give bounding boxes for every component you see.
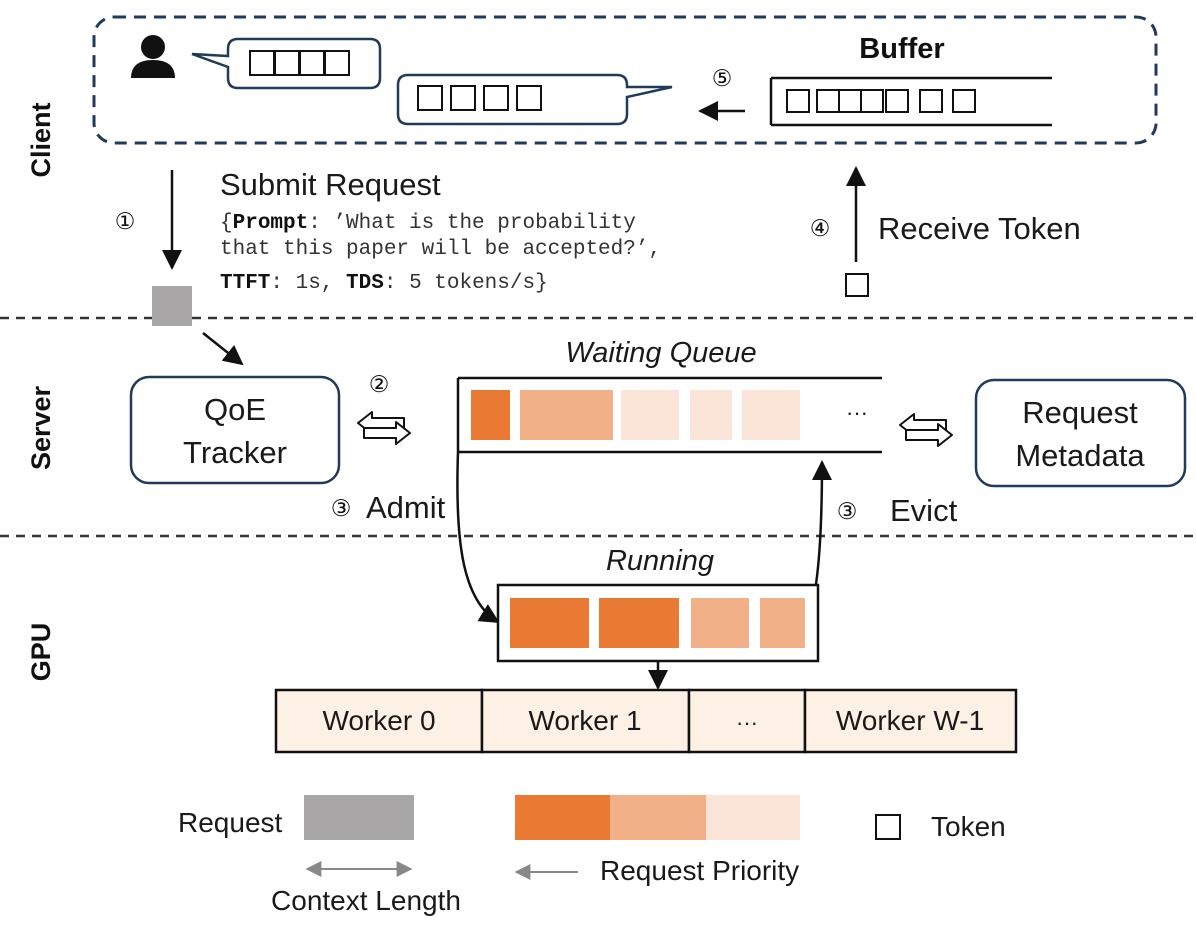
legend-token-label: Token [931,811,1006,842]
worker-cell [803,688,1018,754]
request-block [152,286,192,326]
admit-label: Admit [366,490,446,525]
waiting-queue [456,376,882,454]
request-metadata-box [974,378,1187,488]
step-5-marker: ⑤ [712,65,733,91]
worker-pool [274,688,1018,754]
user-icon [131,35,175,78]
step-3-admit-marker: ③ [331,495,352,521]
running-request [760,598,805,648]
lane-label-server: Server [26,385,56,470]
worker-label: Worker W-1 [836,705,984,736]
queued-request [520,390,613,440]
legend-priority-swatch [515,795,800,840]
buffer [769,76,1052,127]
response-speech-bubble [396,73,673,126]
queued-request [471,390,510,440]
running-request [510,598,589,648]
waiting-queue-title: Waiting Queue [565,337,756,369]
step-3-evict-marker: ③ [837,498,858,524]
worker-cell [687,688,807,754]
qoe-tracker-label-line2: Tracker [183,435,287,470]
admit-arrow [456,451,500,624]
queued-request [690,390,732,440]
legend-context-length-label: Context Length [271,885,461,916]
qoe-tracker-label-line1: QoE [204,392,266,427]
user-speech-bubble [191,37,382,90]
queued-request [742,390,800,440]
request-to-qoe-arrow [202,332,244,366]
worker-cell [274,688,484,754]
request-prompt-line2: that this paper will be accepted?’, [220,238,661,261]
legend-token-swatch [875,814,901,840]
request-slo-line: TTFT: 1s, TDS: 5 tokens/s} [220,272,548,295]
worker-cell [480,688,691,754]
token-square [845,273,869,297]
running-request [599,598,679,648]
queue-metadata-exchange-icon [899,413,953,447]
qoe-tracker-box [129,375,341,485]
worker-label: Worker 0 [322,705,435,736]
receive-token-title: Receive Token [878,211,1081,246]
queued-request [621,390,679,440]
worker-label: ··· [736,710,758,735]
evict-label: Evict [890,493,958,528]
submit-request-title: Submit Request [220,167,441,202]
step-1-marker: ① [115,208,136,234]
request-metadata-label-line2: Metadata [1015,438,1145,473]
lane-label-gpu: GPU [26,623,56,682]
legend-request-swatch [304,795,414,840]
running-title: Running [606,545,714,577]
step-2-marker: ② [369,371,390,397]
buffer-title: Buffer [859,33,944,65]
legend-request-label: Request [178,807,283,838]
queue-ellipsis: ··· [846,400,868,425]
lane-label-client: Client [26,102,56,177]
legend-request-priority-label: Request Priority [600,855,799,886]
client-region [92,15,1158,145]
request-metadata-label-line1: Request [1022,395,1138,430]
request-prompt-line: {Prompt: ’What is the probability [220,212,636,235]
worker-label: Worker 1 [528,705,641,736]
running-request [691,598,749,648]
step-4-marker: ④ [810,215,831,241]
qoe-queue-exchange-icon [357,411,411,445]
